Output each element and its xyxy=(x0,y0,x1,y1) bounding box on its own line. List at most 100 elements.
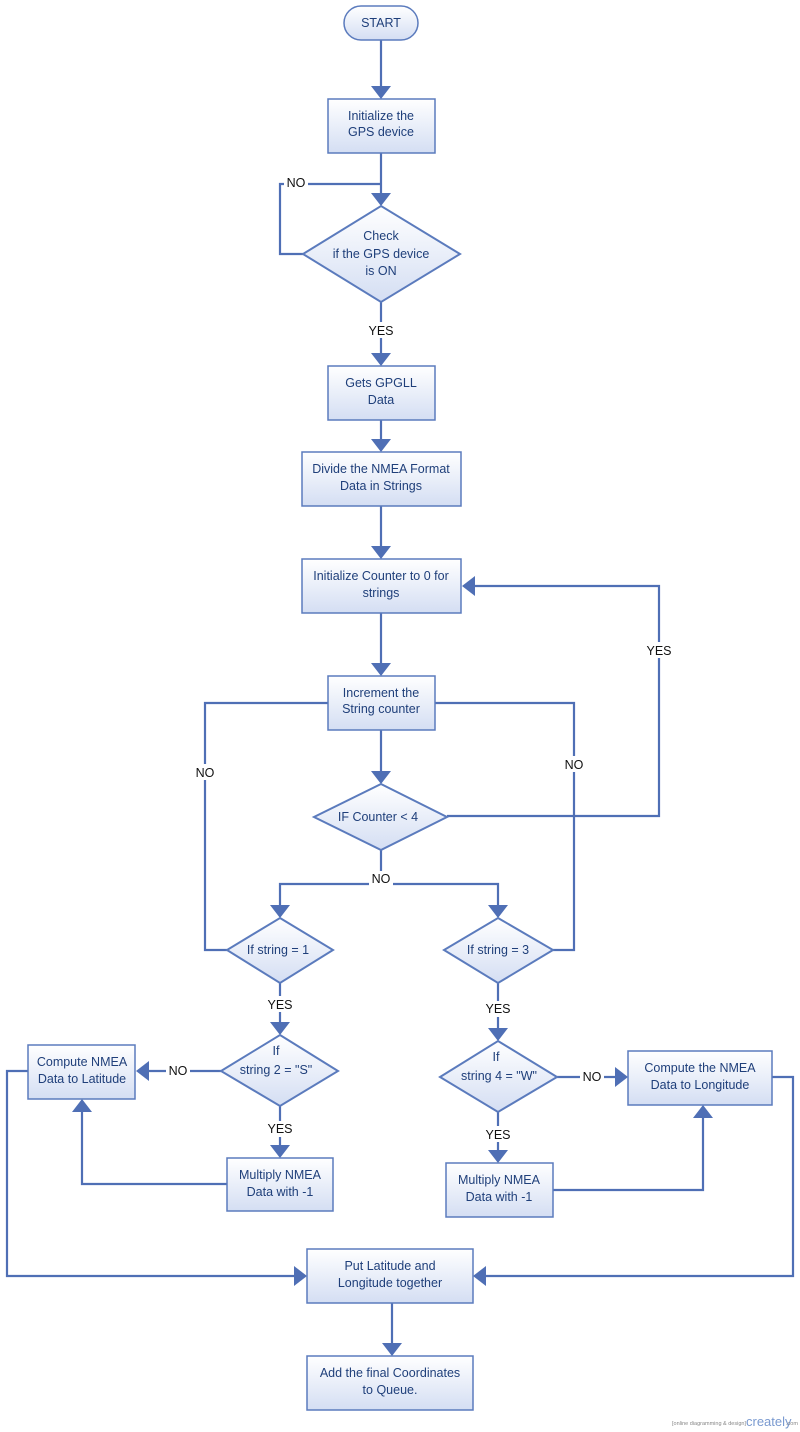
node-label: Compute the NMEA xyxy=(644,1061,756,1075)
process-shape xyxy=(306,1355,474,1411)
edge-label-s2-yes: YES xyxy=(267,1122,292,1136)
node-put-together[interactable]: Put Latitude and Longitude together xyxy=(306,1248,474,1304)
edge-multiply-right-to-lon xyxy=(553,1116,705,1192)
node-label: Gets GPGLL xyxy=(345,376,417,390)
node-if-counter[interactable]: IF Counter < 4 xyxy=(311,782,450,852)
edge-label-left-no: NO xyxy=(196,766,215,780)
node-add-final[interactable]: Add the final Coordinates to Queue. xyxy=(306,1355,474,1411)
process-shape xyxy=(226,1157,334,1212)
edge-label-s1-yes: YES xyxy=(267,998,292,1012)
label-bg xyxy=(265,996,295,1012)
arrowhead xyxy=(371,771,391,784)
label-bg xyxy=(166,1063,190,1079)
node-gets-gpgll[interactable]: Gets GPGLL Data xyxy=(327,365,436,421)
node-check-gps[interactable]: Check if the GPS device is ON xyxy=(301,204,462,304)
node-label: START xyxy=(361,16,401,30)
process-shape xyxy=(306,1248,474,1304)
node-label: Initialize Counter to 0 for xyxy=(313,569,449,583)
node-label: Check xyxy=(363,229,399,243)
node-init-gps[interactable]: Initialize the GPS device xyxy=(327,98,436,154)
arrowhead xyxy=(371,439,391,452)
edge-ifcounter-no-left xyxy=(278,882,381,907)
node-divide-nmea[interactable]: Divide the NMEA Format Data in Strings xyxy=(301,451,462,507)
node-label: If string = 3 xyxy=(467,943,529,957)
node-multiply-right[interactable]: Multiply NMEA Data with -1 xyxy=(445,1162,554,1218)
node-label: Multiply NMEA xyxy=(458,1173,541,1187)
edge-lat-to-put xyxy=(5,1069,296,1278)
node-label: IF Counter < 4 xyxy=(338,810,418,824)
node-label: Increment the xyxy=(343,686,419,700)
edge-increment-left-string1 xyxy=(203,701,328,952)
arrowhead xyxy=(371,663,391,676)
node-increment[interactable]: Increment the String counter xyxy=(327,675,436,731)
node-label: is ON xyxy=(365,264,396,278)
decision-shape xyxy=(442,916,555,985)
edge-label-s4-no: NO xyxy=(583,1070,602,1084)
edge-lon-to-put xyxy=(484,1075,795,1278)
label-bg xyxy=(580,1069,604,1085)
terminal-shape xyxy=(343,5,419,41)
edge-label-s3-yes: YES xyxy=(485,1002,510,1016)
decision-shape xyxy=(438,1039,559,1114)
arrowhead xyxy=(136,1061,149,1081)
watermark-tagline: [online diagramming & design] xyxy=(672,1421,746,1427)
node-label: Data with -1 xyxy=(247,1185,314,1199)
edges xyxy=(5,40,795,1356)
node-label: Data to Longitude xyxy=(651,1078,750,1092)
label-bg xyxy=(265,1121,295,1137)
node-start[interactable]: START xyxy=(343,5,419,41)
node-compute-latitude[interactable]: Compute NMEA Data to Latitude xyxy=(27,1044,136,1100)
arrowhead xyxy=(473,1266,486,1286)
node-multiply-left[interactable]: Multiply NMEA Data with -1 xyxy=(226,1157,334,1212)
nodes: START Initialize the GPS device Check if… xyxy=(27,5,773,1411)
node-label: Longitude together xyxy=(338,1276,442,1290)
node-label: Data xyxy=(368,393,394,407)
watermark-brand: creately xyxy=(746,1414,792,1429)
arrowhead xyxy=(72,1099,92,1112)
node-label: Data in Strings xyxy=(340,479,422,493)
edge-label-loop-yes: YES xyxy=(646,644,671,658)
edge-label-gps-yes: YES xyxy=(368,324,393,338)
node-label: If xyxy=(273,1044,280,1058)
node-label: strings xyxy=(363,586,400,600)
decision-shape xyxy=(219,1033,340,1108)
watermark-suffix: .com xyxy=(786,1421,798,1427)
node-label: Initialize the xyxy=(348,109,414,123)
process-shape xyxy=(301,558,462,614)
arrowhead xyxy=(382,1343,402,1356)
edge-labels: NO YES YES NO NO NO YES YES NO YES NO YE… xyxy=(166,175,674,1142)
process-shape xyxy=(445,1162,554,1218)
process-shape xyxy=(327,365,436,421)
process-shape xyxy=(301,451,462,507)
edge-label-counter-no: NO xyxy=(372,872,391,886)
edge-label-s2-no: NO xyxy=(169,1064,188,1078)
node-label: if the GPS device xyxy=(333,247,430,261)
node-label: string 2 = "S" xyxy=(240,1063,312,1077)
arrowhead xyxy=(371,193,391,206)
process-shape xyxy=(627,1050,773,1106)
arrowhead xyxy=(488,1150,508,1163)
node-label: Data to Latitude xyxy=(38,1072,126,1086)
node-if-string3[interactable]: If string = 3 xyxy=(442,916,555,985)
node-label: Put Latitude and xyxy=(344,1259,435,1273)
label-bg xyxy=(193,764,217,780)
node-compute-longitude[interactable]: Compute the NMEA Data to Longitude xyxy=(627,1050,773,1106)
node-if-string1[interactable]: If string = 1 xyxy=(225,916,335,985)
label-bg xyxy=(284,175,308,191)
process-shape xyxy=(327,98,436,154)
decision-shape xyxy=(311,782,450,852)
watermark: [online diagramming & design] creately .… xyxy=(672,1414,798,1429)
label-bg xyxy=(366,322,396,338)
arrowhead xyxy=(488,1028,508,1041)
arrowhead xyxy=(270,905,290,918)
edge-ifcounter-yes-loop xyxy=(447,584,661,818)
arrowhead xyxy=(371,353,391,366)
node-if-string4[interactable]: If string 4 = "W" xyxy=(438,1039,559,1114)
node-if-string2[interactable]: If string 2 = "S" xyxy=(219,1033,340,1108)
label-bg xyxy=(483,1001,513,1017)
process-shape xyxy=(27,1044,136,1100)
arrowhead xyxy=(371,86,391,99)
arrowhead xyxy=(294,1266,307,1286)
node-init-counter[interactable]: Initialize Counter to 0 for strings xyxy=(301,558,462,614)
